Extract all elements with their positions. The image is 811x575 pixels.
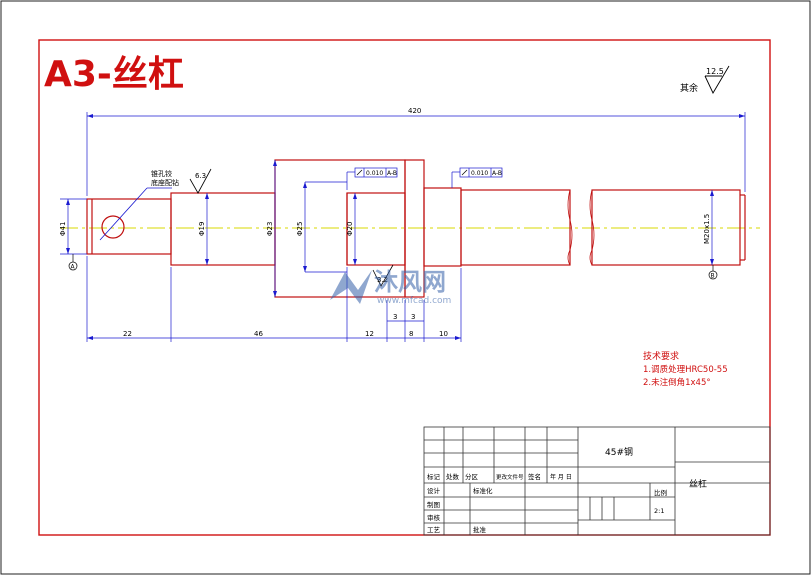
row-process: 工艺 [427,526,441,534]
drawing-title: A3-丝杠 [44,54,184,95]
title-block [423,426,771,536]
datum-b-label: B [711,273,715,280]
roughness-6-3-symbol: 6.3 [189,168,212,194]
dim-22: 22 [123,330,132,338]
watermark-name: 沐风网 [374,268,446,296]
dim-dia19: Φ19 [198,222,206,236]
tolerance-1-value: 0.010 [366,170,383,177]
tolerance-1-datum: A-B [387,170,397,177]
dim-12: 12 [365,330,374,338]
roughness-3-2: 3.2 [377,276,388,284]
header-zone: 分区 [465,472,479,481]
watermark-logo-icon [330,270,372,304]
dim-3-b: 3 [411,313,415,321]
dim-46: 46 [254,330,263,338]
part-name: 丝杠 [689,478,707,490]
header-count: 处数 [446,472,460,481]
dimension-arrows [66,114,745,340]
watermark: 沐风网 www.mfcad.com [330,268,451,306]
roughness-3-2-symbol: 3.2 [372,264,394,287]
roughness-prefix: 其余 [680,82,698,94]
header-date: 年 月 日 [550,473,572,481]
dim-10: 10 [439,330,448,338]
material: 45#钢 [605,446,633,458]
roughness-6-3: 6.3 [195,172,206,180]
header-signature: 签名 [528,472,541,481]
dim-3-a: 3 [393,313,397,321]
general-roughness-symbol: 其余 12.5 [680,65,730,94]
tolerance-frame-1: 0.010 A-B [346,167,398,190]
tech-heading: 技术要求 [643,350,679,362]
pin-hole [99,187,172,241]
standardization-label: 标准化 [473,486,493,495]
tolerance-2-datum: A-B [492,170,502,177]
row-review: 审核 [427,513,441,522]
scale-value: 2:1 [654,507,664,515]
scale-label: 比例 [654,488,667,497]
leader-note-line2: 底座配钻 [151,178,179,187]
dim-overall: 420 [408,107,421,115]
dim-8: 8 [409,330,413,338]
datum-b-marker: B [708,265,718,280]
row-drafting: 制图 [427,500,440,509]
dim-dia23: Φ23 [266,222,274,236]
dim-thread: M20x1.5 [703,214,711,244]
leader-note-line1: 锥孔铰 [151,169,172,178]
dim-dia25: Φ25 [296,222,304,236]
tech-item-2: 2.未注倒角1x45° [643,377,711,388]
dimension-lines [60,112,746,342]
header-change-doc: 更改文件号 [496,473,524,481]
roughness-value: 12.5 [706,67,724,76]
break-lines [567,189,595,266]
datum-a-label: A [71,264,76,271]
datum-a-marker: A [68,254,78,271]
approve-label: 批准 [473,525,487,534]
watermark-url: www.mfcad.com [377,296,451,306]
drawing-frame [38,39,771,536]
header-mark: 标记 [427,472,441,481]
tech-item-1: 1.调质处理HRC50-55 [643,364,728,375]
dim-dia41: Φ41 [59,222,67,236]
dim-dia20: Φ20 [346,222,354,236]
tolerance-frame-2: 0.010 A-B [451,167,503,188]
tolerance-2-value: 0.010 [471,170,488,177]
row-design: 设计 [427,486,441,495]
